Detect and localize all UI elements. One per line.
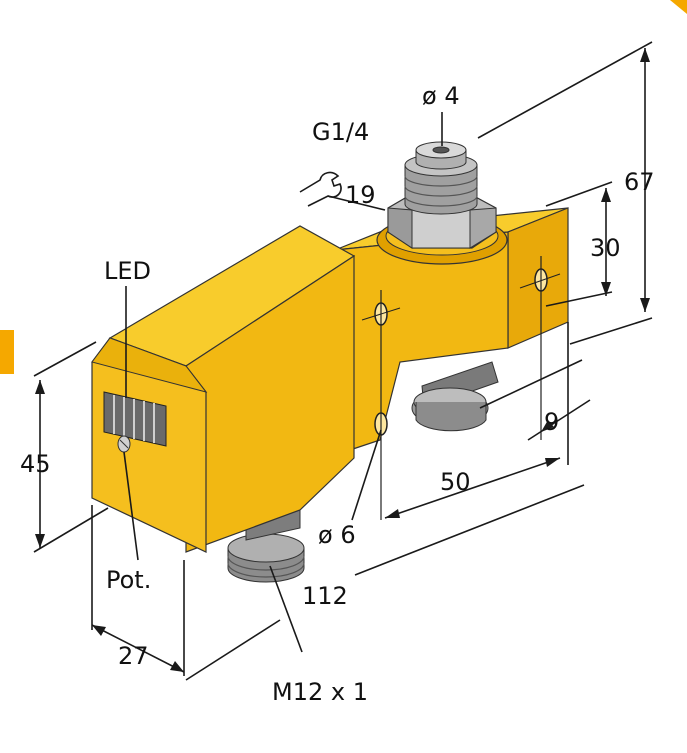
dim-label-50: 50 [440, 468, 471, 496]
label-led: LED [104, 257, 151, 285]
edge-accent-left [0, 330, 14, 374]
mounting-holes [361, 256, 561, 520]
front-housing [91, 225, 356, 553]
label-pot: Pot. [106, 566, 151, 594]
corner-accent-top-right [670, 0, 687, 14]
led-indicator [103, 391, 167, 447]
dim-label-67: 67 [624, 168, 655, 196]
g14-fitting [376, 141, 508, 265]
label-thread-g14: G1/4 [312, 118, 369, 146]
label-wrench-size: 19 [345, 181, 376, 209]
label-connector-thread: M12 x 1 [272, 678, 368, 706]
dimension-lines [33, 41, 653, 681]
label-mount-hole-diameter: ø 6 [318, 521, 356, 549]
dim-label-9: 9 [544, 408, 559, 436]
dim-label-27: 27 [118, 642, 149, 670]
wrench-icon [299, 171, 342, 207]
label-bore-diameter: ø 4 [422, 82, 460, 110]
dim-label-112: 112 [302, 582, 348, 610]
potentiometer [117, 435, 131, 453]
dim-label-45: 45 [20, 450, 51, 478]
dim-label-30: 30 [590, 234, 621, 262]
rear-bottom-connector [411, 361, 499, 432]
